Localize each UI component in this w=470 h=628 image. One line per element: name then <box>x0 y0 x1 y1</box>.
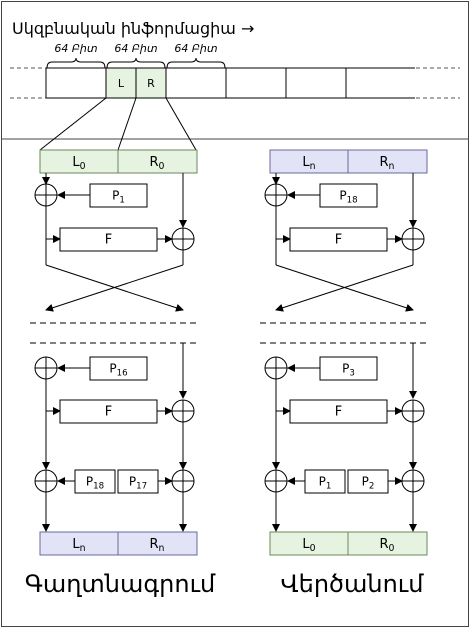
top-right-label: R0 <box>150 155 165 172</box>
xor-operator <box>171 469 195 493</box>
top-left-label-subscript: n <box>310 161 316 172</box>
p-box-label-base: P <box>86 475 93 489</box>
stream-half-r <box>135 67 167 99</box>
xor-operator <box>34 356 58 380</box>
p-box-label: P17 <box>129 475 147 492</box>
p-box-label-base: P <box>319 475 326 489</box>
bottom-left-label-subscript: n <box>80 543 86 554</box>
top-right-half <box>347 149 428 174</box>
xor-operator <box>401 469 425 493</box>
p-box-label-base: P <box>109 362 116 376</box>
p-box-label: P2 <box>362 475 375 492</box>
bottom-right-label: R0 <box>380 537 395 554</box>
p-box-label-subscript: 3 <box>349 369 355 379</box>
expansion-line <box>39 97 107 151</box>
bottom-left-label-subscript: 0 <box>310 543 316 554</box>
p-box-label-subscript: 1 <box>326 482 332 492</box>
top-left-label-subscript: 0 <box>80 161 86 172</box>
f-box-label: F <box>335 405 342 420</box>
top-left-label-base: L <box>72 155 80 170</box>
block-label: 64 Բիտ <box>174 42 218 55</box>
p-box-label-base: P <box>362 475 369 489</box>
header-title: Սկզբնական ինֆորմացիա → <box>12 19 254 38</box>
bottom-left-label: Ln <box>72 537 85 554</box>
p-box-label: P1 <box>112 189 125 206</box>
f-box-label: F <box>105 405 112 420</box>
xor-operator <box>171 399 195 423</box>
top-right-label: Rn <box>380 155 395 172</box>
connector-line <box>275 264 414 312</box>
p-box-label: P3 <box>342 362 355 379</box>
p-box-label-base: P <box>112 189 119 203</box>
decryption-caption: Վերծանում <box>281 570 425 598</box>
p-box-label-subscript: 1 <box>119 196 125 206</box>
bottom-right-half <box>347 531 428 556</box>
bottom-right-label-subscript: 0 <box>389 543 395 554</box>
xor-operator <box>264 356 288 380</box>
p-box-label-base: P <box>339 189 346 203</box>
expansion-line <box>117 97 137 151</box>
xor-operator <box>264 183 288 207</box>
expansion-line <box>165 97 197 151</box>
p-box-label-base: P <box>342 362 349 376</box>
block-brace <box>166 57 226 69</box>
top-left-label: L0 <box>72 155 85 172</box>
block-label: 64 Բիտ <box>54 42 98 55</box>
p-box-label-subscript: 2 <box>369 482 375 492</box>
bottom-left-label: L0 <box>302 537 315 554</box>
block-label: 64 Բիտ <box>114 42 158 55</box>
f-box-label: F <box>335 233 342 248</box>
block-brace <box>106 57 166 69</box>
p-box-label-subscript: 16 <box>117 369 128 379</box>
p-box-label-subscript: 18 <box>93 482 104 492</box>
xor-operator <box>401 399 425 423</box>
bottom-right-half <box>117 531 198 556</box>
bottom-right-label-subscript: n <box>159 543 165 554</box>
stream-half-l-label: L <box>118 77 125 90</box>
encryption-caption: Գաղտնագրում <box>25 570 216 598</box>
block-brace <box>46 57 106 69</box>
top-right-label-base: R <box>150 155 159 170</box>
top-right-label-subscript: n <box>389 161 395 172</box>
p-box-label: P1 <box>319 475 332 492</box>
p-box-label: P16 <box>109 362 127 379</box>
top-right-label-subscript: 0 <box>159 161 165 172</box>
xor-operator <box>34 183 58 207</box>
bottom-right-label: Rn <box>150 537 165 554</box>
bottom-right-label-base: R <box>380 537 389 552</box>
p-box-label-subscript: 18 <box>347 196 358 206</box>
bottom-left-label-base: L <box>302 537 310 552</box>
top-right-half <box>117 149 198 174</box>
p-box-label: P18 <box>339 189 357 206</box>
xor-operator <box>401 227 425 251</box>
top-left-label: Ln <box>302 155 315 172</box>
p-box-label: P18 <box>86 475 104 492</box>
stream-half-r-label: R <box>147 77 155 90</box>
bottom-right-label-base: R <box>150 537 159 552</box>
top-left-label-base: L <box>302 155 310 170</box>
stream-half-l <box>105 67 137 99</box>
connector-line <box>45 264 184 312</box>
xor-operator <box>34 469 58 493</box>
xor-operator <box>264 469 288 493</box>
f-box-label: F <box>105 233 112 248</box>
p-box-label-base: P <box>129 475 136 489</box>
top-right-label-base: R <box>380 155 389 170</box>
bottom-left-label-base: L <box>72 537 80 552</box>
p-box-label-subscript: 17 <box>136 482 147 492</box>
data-stream: L R 64 Բիտ 64 Բիտ 64 Բիտ <box>10 42 460 151</box>
xor-operator <box>171 227 195 251</box>
